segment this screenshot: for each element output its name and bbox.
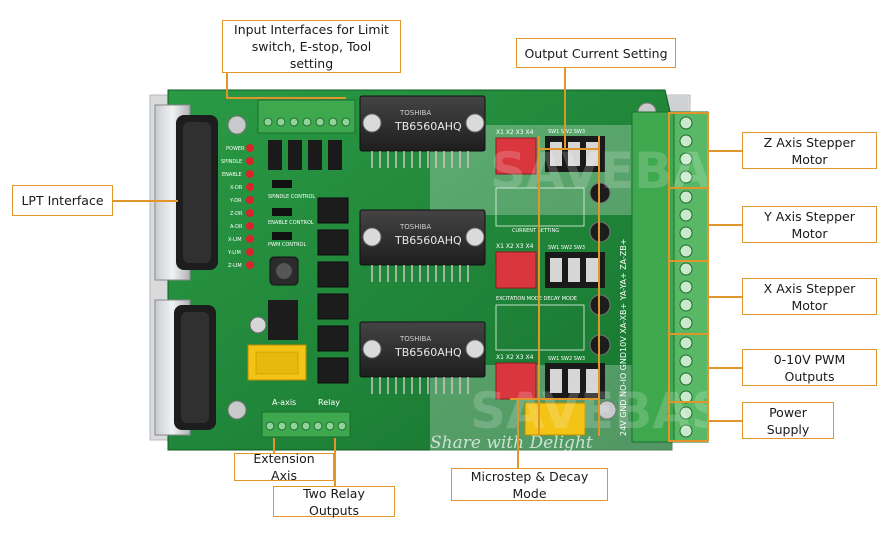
terminal-labels: 24V GND NO-IO GND10V XA-XB+ YA-YA+ ZA-ZB… xyxy=(619,238,628,436)
led-label-enable: ENABLE xyxy=(222,172,242,178)
lead-pwm xyxy=(707,367,742,369)
led-label-a-dr: A-DR xyxy=(230,224,243,230)
frame-right-v2 xyxy=(668,112,670,441)
extension-db-connector xyxy=(154,299,216,436)
enable-control-label: ENABLE CONTROL xyxy=(268,220,314,226)
lead-lpt xyxy=(113,200,178,202)
relay-yellow-left xyxy=(247,344,307,381)
led-label-y-lim: Y-LIM xyxy=(227,250,241,256)
lead-power xyxy=(707,420,742,422)
frame-mid-v2 xyxy=(598,136,600,436)
dip-labels-y: X1 X2 X3 X4 xyxy=(496,243,534,250)
driver-chip-y: TOSHIBA TB6560AHQ xyxy=(359,209,486,282)
a-axis-label: A-axis xyxy=(272,398,296,407)
lead-z xyxy=(707,150,742,152)
lead-x xyxy=(707,296,742,298)
frame-div-3 xyxy=(668,333,708,335)
frame-right-top xyxy=(668,112,708,114)
led-label-y-dr: Y-DR xyxy=(229,198,242,204)
lead-y xyxy=(707,224,742,226)
driver-chip-z: TOSHIBA TB6560AHQ xyxy=(359,321,486,394)
current-setting-label: CURRENT SETTING xyxy=(512,228,559,234)
svg-text:TB6560AHQ: TB6560AHQ xyxy=(394,120,462,133)
input-terminal-block xyxy=(257,99,356,134)
frame-right-bottom xyxy=(668,440,708,442)
svg-text:TB6560AHQ: TB6560AHQ xyxy=(394,346,462,359)
svg-text:TB6560AHQ: TB6560AHQ xyxy=(394,234,462,247)
led-label-z-lim: Z-LIM xyxy=(228,263,242,269)
frame-div-2 xyxy=(668,260,708,262)
led-label-x-dr: X-DR xyxy=(230,185,243,191)
watermark-slogan: Share with Delight xyxy=(430,433,593,453)
sw-labels-y: SW1 SW2 SW3 xyxy=(548,245,585,251)
lead-microstep xyxy=(517,398,519,468)
sw-labels-z: SW1 SW2 SW3 xyxy=(548,356,585,362)
led-label-z-dr: Z-DR xyxy=(230,211,243,217)
callout-z-axis: Z Axis Stepper Motor xyxy=(742,132,877,169)
frame-div-1 xyxy=(668,187,708,189)
excitation-mode-label: EXCITATION MODE DECAY MODE xyxy=(496,296,577,302)
callout-extension-axis: Extension Axis xyxy=(234,451,334,483)
frame-mid-b xyxy=(510,398,600,400)
dip-switch-z xyxy=(495,362,605,400)
control-jumpers xyxy=(272,180,292,240)
dip-labels-x: X1 X2 X3 X4 xyxy=(496,129,534,136)
lead-relay xyxy=(334,438,336,486)
svg-text:TOSHIBA: TOSHIBA xyxy=(399,109,431,117)
lead-input-2 xyxy=(226,97,346,99)
callout-output-current: Output Current Setting xyxy=(516,38,676,68)
callout-y-axis: Y Axis Stepper Motor xyxy=(742,206,877,243)
frame-div-4 xyxy=(668,401,708,403)
callout-input-interfaces: Input Interfaces for Limit switch, E-sto… xyxy=(222,20,401,73)
optocoupler-row xyxy=(268,140,342,170)
dip-labels-z: X1 X2 X3 X4 xyxy=(496,354,534,361)
callout-pwm-outputs: 0-10V PWM Outputs xyxy=(742,349,877,386)
current-setting-table xyxy=(495,187,585,227)
led-label-x-lim: X-LIM xyxy=(228,237,242,243)
frame-mid-v1 xyxy=(538,136,540,436)
callout-microstep: Microstep & Decay Mode xyxy=(451,468,608,501)
callout-x-axis: X Axis Stepper Motor xyxy=(742,278,877,315)
transistor-column xyxy=(317,197,349,384)
svg-text:TOSHIBA: TOSHIBA xyxy=(399,223,431,231)
relay-label: Relay xyxy=(318,398,340,407)
sw-labels-x: SW1 SW2 SW3 xyxy=(548,129,585,135)
motor-terminal-blocks xyxy=(631,111,709,443)
lead-output-1 xyxy=(564,68,566,148)
lead-extension xyxy=(273,438,275,454)
lead-input-1 xyxy=(226,72,228,98)
pwm-control-label: PWM CONTROL xyxy=(268,242,306,248)
led-label-spindle: SPINDLE xyxy=(221,159,242,165)
electrolytic-capacitors xyxy=(589,182,611,356)
callout-relay-outputs: Two Relay Outputs xyxy=(273,486,395,518)
led-label-power: POWER xyxy=(226,146,245,152)
lpt-connector xyxy=(154,104,218,281)
spindle-control-label: SPINDLE CONTROL xyxy=(268,194,315,200)
frame-right-v xyxy=(707,112,709,441)
dip-switch-y xyxy=(495,251,605,289)
status-leds xyxy=(246,144,254,269)
relay-yellow-bottom xyxy=(524,402,586,436)
driver-chip-x: TOSHIBA TB6560AHQ xyxy=(359,95,486,168)
watermark-brand-2: SAVEBASE xyxy=(470,382,761,440)
lead-output-2 xyxy=(540,148,600,150)
callout-power-supply: Power Supply xyxy=(742,402,834,439)
callout-lpt-interface: LPT Interface xyxy=(12,185,113,216)
mode-setting-table xyxy=(495,304,585,351)
svg-text:TOSHIBA: TOSHIBA xyxy=(399,335,431,343)
